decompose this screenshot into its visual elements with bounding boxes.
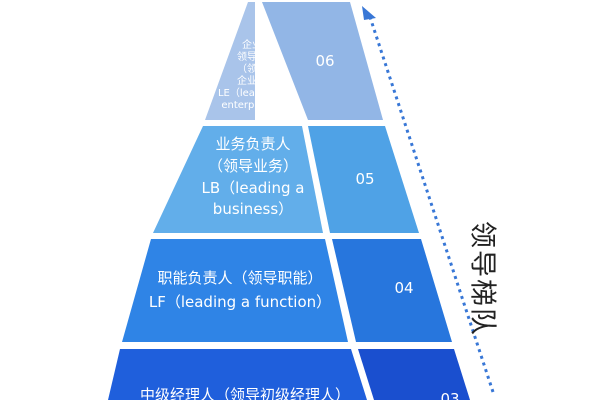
level-06-line-2: 领导者 <box>237 52 267 63</box>
level-04-line-1: 职能负责人（领导职能） <box>157 269 323 287</box>
level-03-number: 03 <box>440 390 460 408</box>
level-04-left <box>122 239 348 342</box>
level-04-right <box>332 239 452 342</box>
level-04-label: 职能负责人（领导职能） LF（leading a function） <box>140 266 340 314</box>
level-05-left <box>153 126 323 233</box>
ladder-arrow-line <box>368 16 495 393</box>
level-05-right <box>308 126 419 233</box>
ladder-arrow-head <box>362 6 376 20</box>
level-06-left <box>205 2 255 120</box>
level-05-line-4: business） <box>212 200 294 219</box>
level-06-right <box>262 2 383 120</box>
level-06-line-6: enterprise） <box>221 100 283 111</box>
level-06-number: 06 <box>315 52 335 70</box>
level-03-line-1: 中级经理人（领导初级经理人） <box>139 386 350 404</box>
level-06-line-1: 企业 <box>242 40 262 51</box>
level-05-line-2: （领导业务） <box>207 156 298 175</box>
level-03-label: 中级经理人（领导初级经理人） <box>120 386 370 404</box>
level-05-line-1: 业务负责人 <box>215 135 291 153</box>
level-03-right <box>358 349 470 400</box>
level-06-line-4: 企业） <box>237 76 267 87</box>
level-05-line-3: LB（leading a <box>201 178 305 197</box>
level-06-line-5: LE（leading a <box>217 88 287 99</box>
level-06-line-3: （领导 <box>237 64 267 75</box>
level-04-number: 04 <box>394 279 414 297</box>
level-04-line-2: LF（leading a function） <box>148 293 332 311</box>
level-06-label: 企业 领导者 （领导 企业） LE（leading a enterprise） <box>207 40 297 112</box>
ladder-char-4: 队 <box>466 308 498 335</box>
level-05-label: 业务负责人 （领导业务） LB（leading a business） <box>188 134 318 221</box>
level-03-left <box>108 349 367 400</box>
ladder-side-label: 领 导 梯 队 <box>452 220 512 336</box>
level-05-number: 05 <box>355 170 375 188</box>
